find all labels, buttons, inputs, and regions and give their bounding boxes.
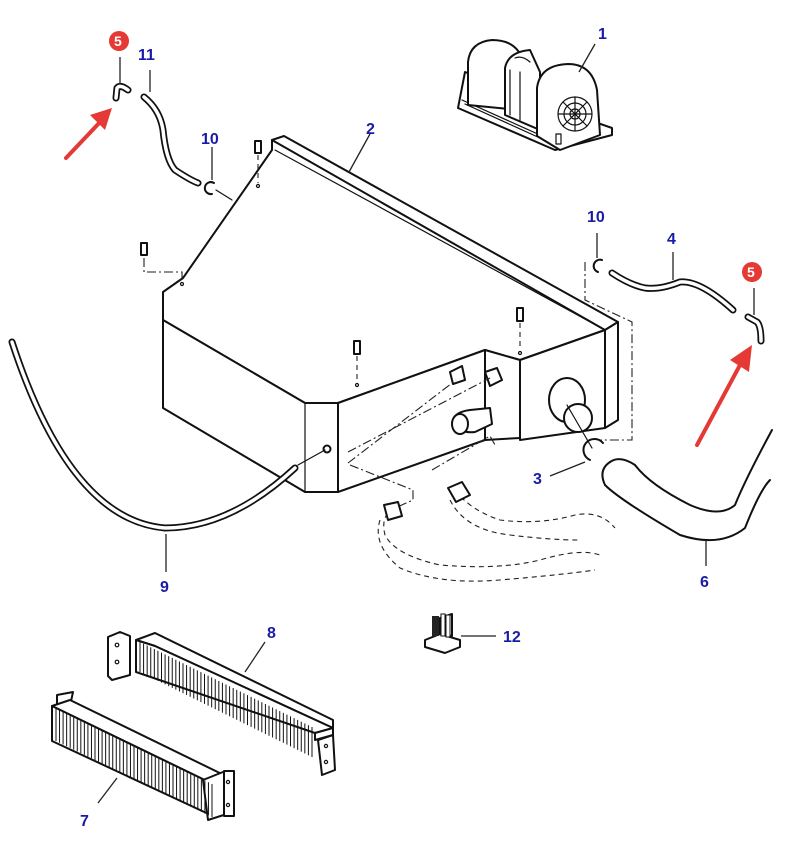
screw [353,340,361,388]
callout-2[interactable]: 2 [366,121,375,138]
cooling-fins [55,708,213,817]
callout-5-left: 5 [114,33,122,49]
hose-clamp-large[interactable] [566,404,604,461]
callout-11[interactable]: 11 [138,47,155,64]
screw [516,307,524,356]
red-arrow-left [64,108,112,160]
heater-core-small[interactable] [51,691,235,821]
callout-10-right[interactable]: 10 [587,209,605,226]
screw [140,242,185,287]
leader-3 [549,461,586,477]
resistor-block[interactable] [424,613,461,654]
callout-1[interactable]: 1 [598,26,607,43]
callout-12[interactable]: 12 [503,629,521,646]
drain-tube-right[interactable] [608,269,737,314]
blower-motor-unit[interactable] [457,39,613,151]
drain-tube-left[interactable] [140,93,202,187]
callout-4[interactable]: 4 [667,231,676,248]
callout-6[interactable]: 6 [700,574,709,591]
elbow-fitting-left[interactable] [112,82,132,102]
heater-core-large[interactable] [107,631,336,776]
callout-9[interactable]: 9 [160,579,169,596]
highlight-badge-right[interactable]: 5 [742,262,762,282]
duct-hose[interactable] [601,429,773,542]
cooling-fins [139,642,313,757]
callout-7[interactable]: 7 [80,813,89,830]
hose-clamp-small-left[interactable] [203,181,233,201]
leader-1 [578,43,596,73]
leader-8 [244,641,266,673]
heater-housing[interactable] [162,135,619,493]
red-arrow-right [695,345,752,447]
leader-7 [97,777,118,804]
callout-10-left[interactable]: 10 [201,131,219,148]
elbow-fitting-right[interactable] [744,313,765,345]
long-tube[interactable] [8,338,326,532]
leader-2 [348,133,371,173]
callout-5-right: 5 [747,264,755,280]
hose-clamp-small-right[interactable] [592,258,603,273]
callout-8[interactable]: 8 [267,625,276,642]
highlight-badge-left[interactable]: 5 [109,31,129,51]
callout-3[interactable]: 3 [533,471,542,488]
screw [254,140,262,189]
